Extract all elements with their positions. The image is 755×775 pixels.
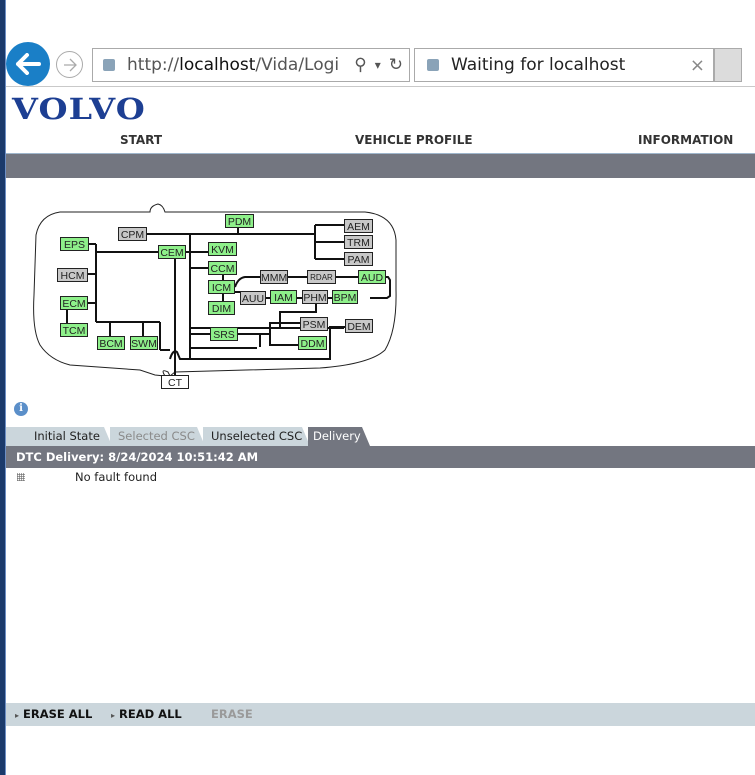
back-button[interactable] — [6, 42, 50, 86]
main-nav: START VEHICLE PROFILE INFORMATION — [6, 133, 755, 151]
module-cpm[interactable]: CPM — [118, 227, 147, 241]
module-aud[interactable]: AUD — [358, 270, 386, 284]
module-kvm[interactable]: KVM — [208, 242, 237, 256]
address-bar[interactable]: http://localhost/Vida/Logi ⚲ ▾ ↻ — [92, 48, 410, 82]
module-bcm[interactable]: BCM — [97, 336, 125, 350]
module-rdar[interactable]: RDAR — [307, 270, 336, 284]
vehicle-network-diagram: CPM PDM AEM TRM PAM EPS CEM KVM HCM CCM … — [20, 200, 410, 395]
close-tab-icon[interactable]: × — [689, 55, 705, 76]
tab-title: Waiting for localhost — [451, 55, 626, 75]
module-mmm[interactable]: MMM — [260, 270, 288, 284]
module-auu[interactable]: AUU — [240, 291, 266, 305]
dtc-row: No fault found — [6, 470, 755, 486]
module-pdm[interactable]: PDM — [225, 214, 254, 228]
tab-initial-state[interactable]: Initial State — [6, 427, 112, 446]
arrow-right-icon — [63, 58, 77, 71]
arrow-right-icon: ▸ — [111, 711, 116, 720]
chevron-down-icon[interactable]: ▾ — [374, 58, 381, 72]
arrow-left-icon — [16, 53, 41, 75]
search-icon[interactable]: ⚲ — [354, 55, 367, 75]
dtc-header: DTC Delivery: 8/24/2024 10:51:42 AM — [6, 446, 755, 468]
module-trm[interactable]: TRM — [344, 235, 373, 249]
module-hcm[interactable]: HCM — [57, 268, 88, 282]
module-eps[interactable]: EPS — [60, 237, 89, 251]
dtc-tabs: Initial State Selected CSC Unselected CS… — [6, 427, 755, 446]
module-dem[interactable]: DEM — [345, 319, 373, 333]
tab-favicon-icon — [427, 59, 439, 71]
module-aem[interactable]: AEM — [344, 219, 373, 233]
module-ccm[interactable]: CCM — [208, 261, 237, 275]
dtc-row-text: No fault found — [75, 470, 157, 484]
module-ddm[interactable]: DDM — [298, 336, 327, 350]
module-tcm[interactable]: TCM — [60, 323, 88, 337]
volvo-logo: VOLVO — [12, 92, 146, 126]
page-favicon-icon — [103, 59, 115, 71]
module-psm[interactable]: PSM — [300, 317, 328, 331]
nav-vehicle-profile[interactable]: VEHICLE PROFILE — [355, 133, 473, 147]
info-icon[interactable]: i — [14, 402, 28, 416]
url-text[interactable]: http://localhost/Vida/Logi — [127, 55, 340, 75]
tab-delivery[interactable]: Delivery — [308, 427, 370, 446]
module-icm[interactable]: ICM — [208, 280, 235, 294]
nav-start[interactable]: START — [120, 133, 163, 147]
module-phm[interactable]: PHM — [302, 290, 328, 304]
tab-unselected-csc[interactable]: Unselected CSC — [203, 427, 310, 446]
refresh-icon[interactable]: ↻ — [388, 55, 403, 75]
forward-button[interactable] — [56, 51, 83, 78]
module-srs[interactable]: SRS — [210, 327, 238, 341]
module-dim[interactable]: DIM — [208, 301, 235, 315]
action-bar: ▸ERASE ALL ▸READ ALL ERASE — [6, 703, 755, 726]
window-edge — [0, 0, 6, 775]
tab-selected-csc: Selected CSC — [110, 427, 205, 446]
read-all-button[interactable]: ▸READ ALL — [111, 707, 182, 721]
arrow-right-icon: ▸ — [15, 711, 20, 720]
sub-nav-bar — [6, 153, 755, 178]
module-iam[interactable]: IAM — [270, 290, 297, 304]
erase-all-button[interactable]: ▸ERASE ALL — [15, 707, 93, 721]
new-tab-button[interactable] — [714, 48, 742, 82]
module-swm[interactable]: SWM — [130, 336, 158, 350]
erase-button: ERASE — [211, 707, 253, 721]
module-bpm[interactable]: BPM — [332, 290, 358, 304]
module-ct[interactable]: CT — [161, 375, 189, 389]
module-ecm[interactable]: ECM — [60, 296, 88, 310]
nav-information[interactable]: INFORMATION — [638, 133, 734, 147]
module-pam[interactable]: PAM — [344, 252, 373, 266]
grid-icon — [17, 473, 25, 481]
module-cem[interactable]: CEM — [158, 245, 186, 259]
browser-toolbar: http://localhost/Vida/Logi ⚲ ▾ ↻ Waiting… — [6, 40, 755, 87]
browser-tab[interactable]: Waiting for localhost × — [414, 48, 714, 82]
